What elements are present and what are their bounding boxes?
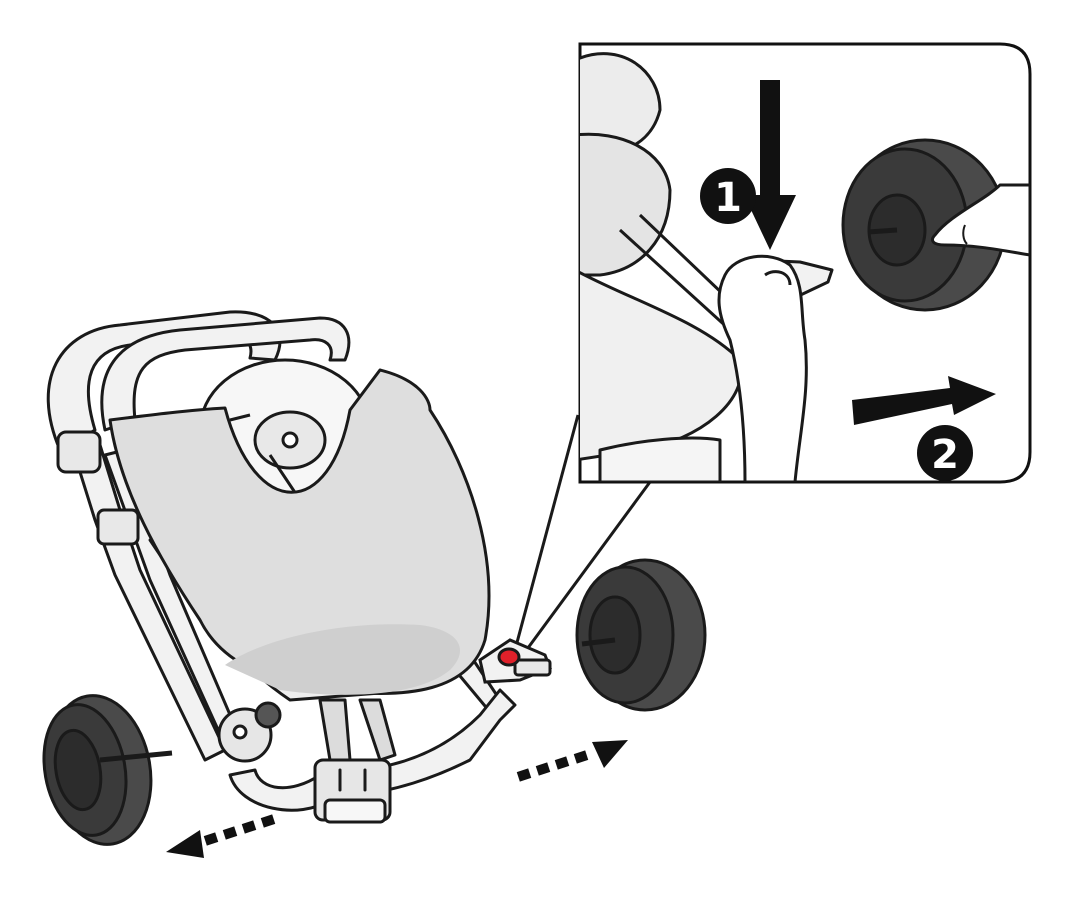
motion-arrow-right-icon — [516, 740, 628, 782]
inset-frame-mid-icon — [580, 132, 672, 277]
detail-inset: 1 2 — [578, 42, 1032, 484]
svg-text:1: 1 — [714, 175, 742, 221]
release-button-icon — [478, 638, 552, 684]
inset-hand-press-icon — [717, 254, 808, 482]
callout-connector — [513, 414, 652, 653]
svg-text:2: 2 — [931, 432, 959, 478]
arrow-right-icon — [852, 376, 996, 425]
arrow-down-icon — [744, 80, 796, 250]
step-1-badge: 1 — [700, 168, 756, 224]
rear-wheel-right-icon — [575, 558, 707, 712]
seat-fabric-icon — [108, 368, 491, 695]
step-2-badge: 2 — [917, 425, 973, 481]
inset-hand-grip-icon — [931, 183, 1030, 257]
motion-arrow-left-icon — [166, 814, 276, 858]
rear-wheel-left-icon — [42, 694, 173, 846]
